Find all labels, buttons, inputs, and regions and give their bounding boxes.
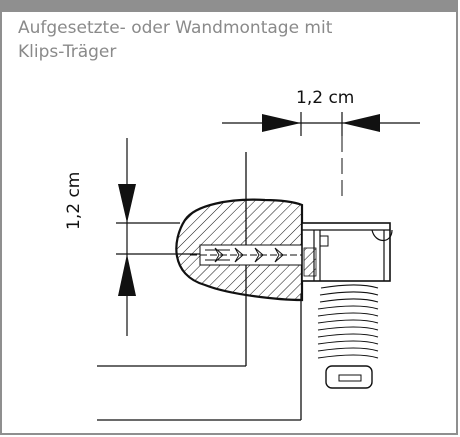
vertical-dimension-label: 1,2 cm <box>64 171 84 230</box>
arrow-right-icon <box>342 114 380 132</box>
arrow-down-icon <box>118 184 136 223</box>
arrow-left-icon <box>262 114 301 132</box>
horizontal-dimension-label: 1,2 cm <box>296 88 355 108</box>
arrow-up-icon <box>118 254 136 296</box>
bottom-bar <box>325 365 373 389</box>
blind-slats <box>317 284 379 359</box>
clip-carrier <box>301 222 391 282</box>
diagram-title: Aufgesetzte- oder Wandmontage mit Klips-… <box>18 18 333 62</box>
